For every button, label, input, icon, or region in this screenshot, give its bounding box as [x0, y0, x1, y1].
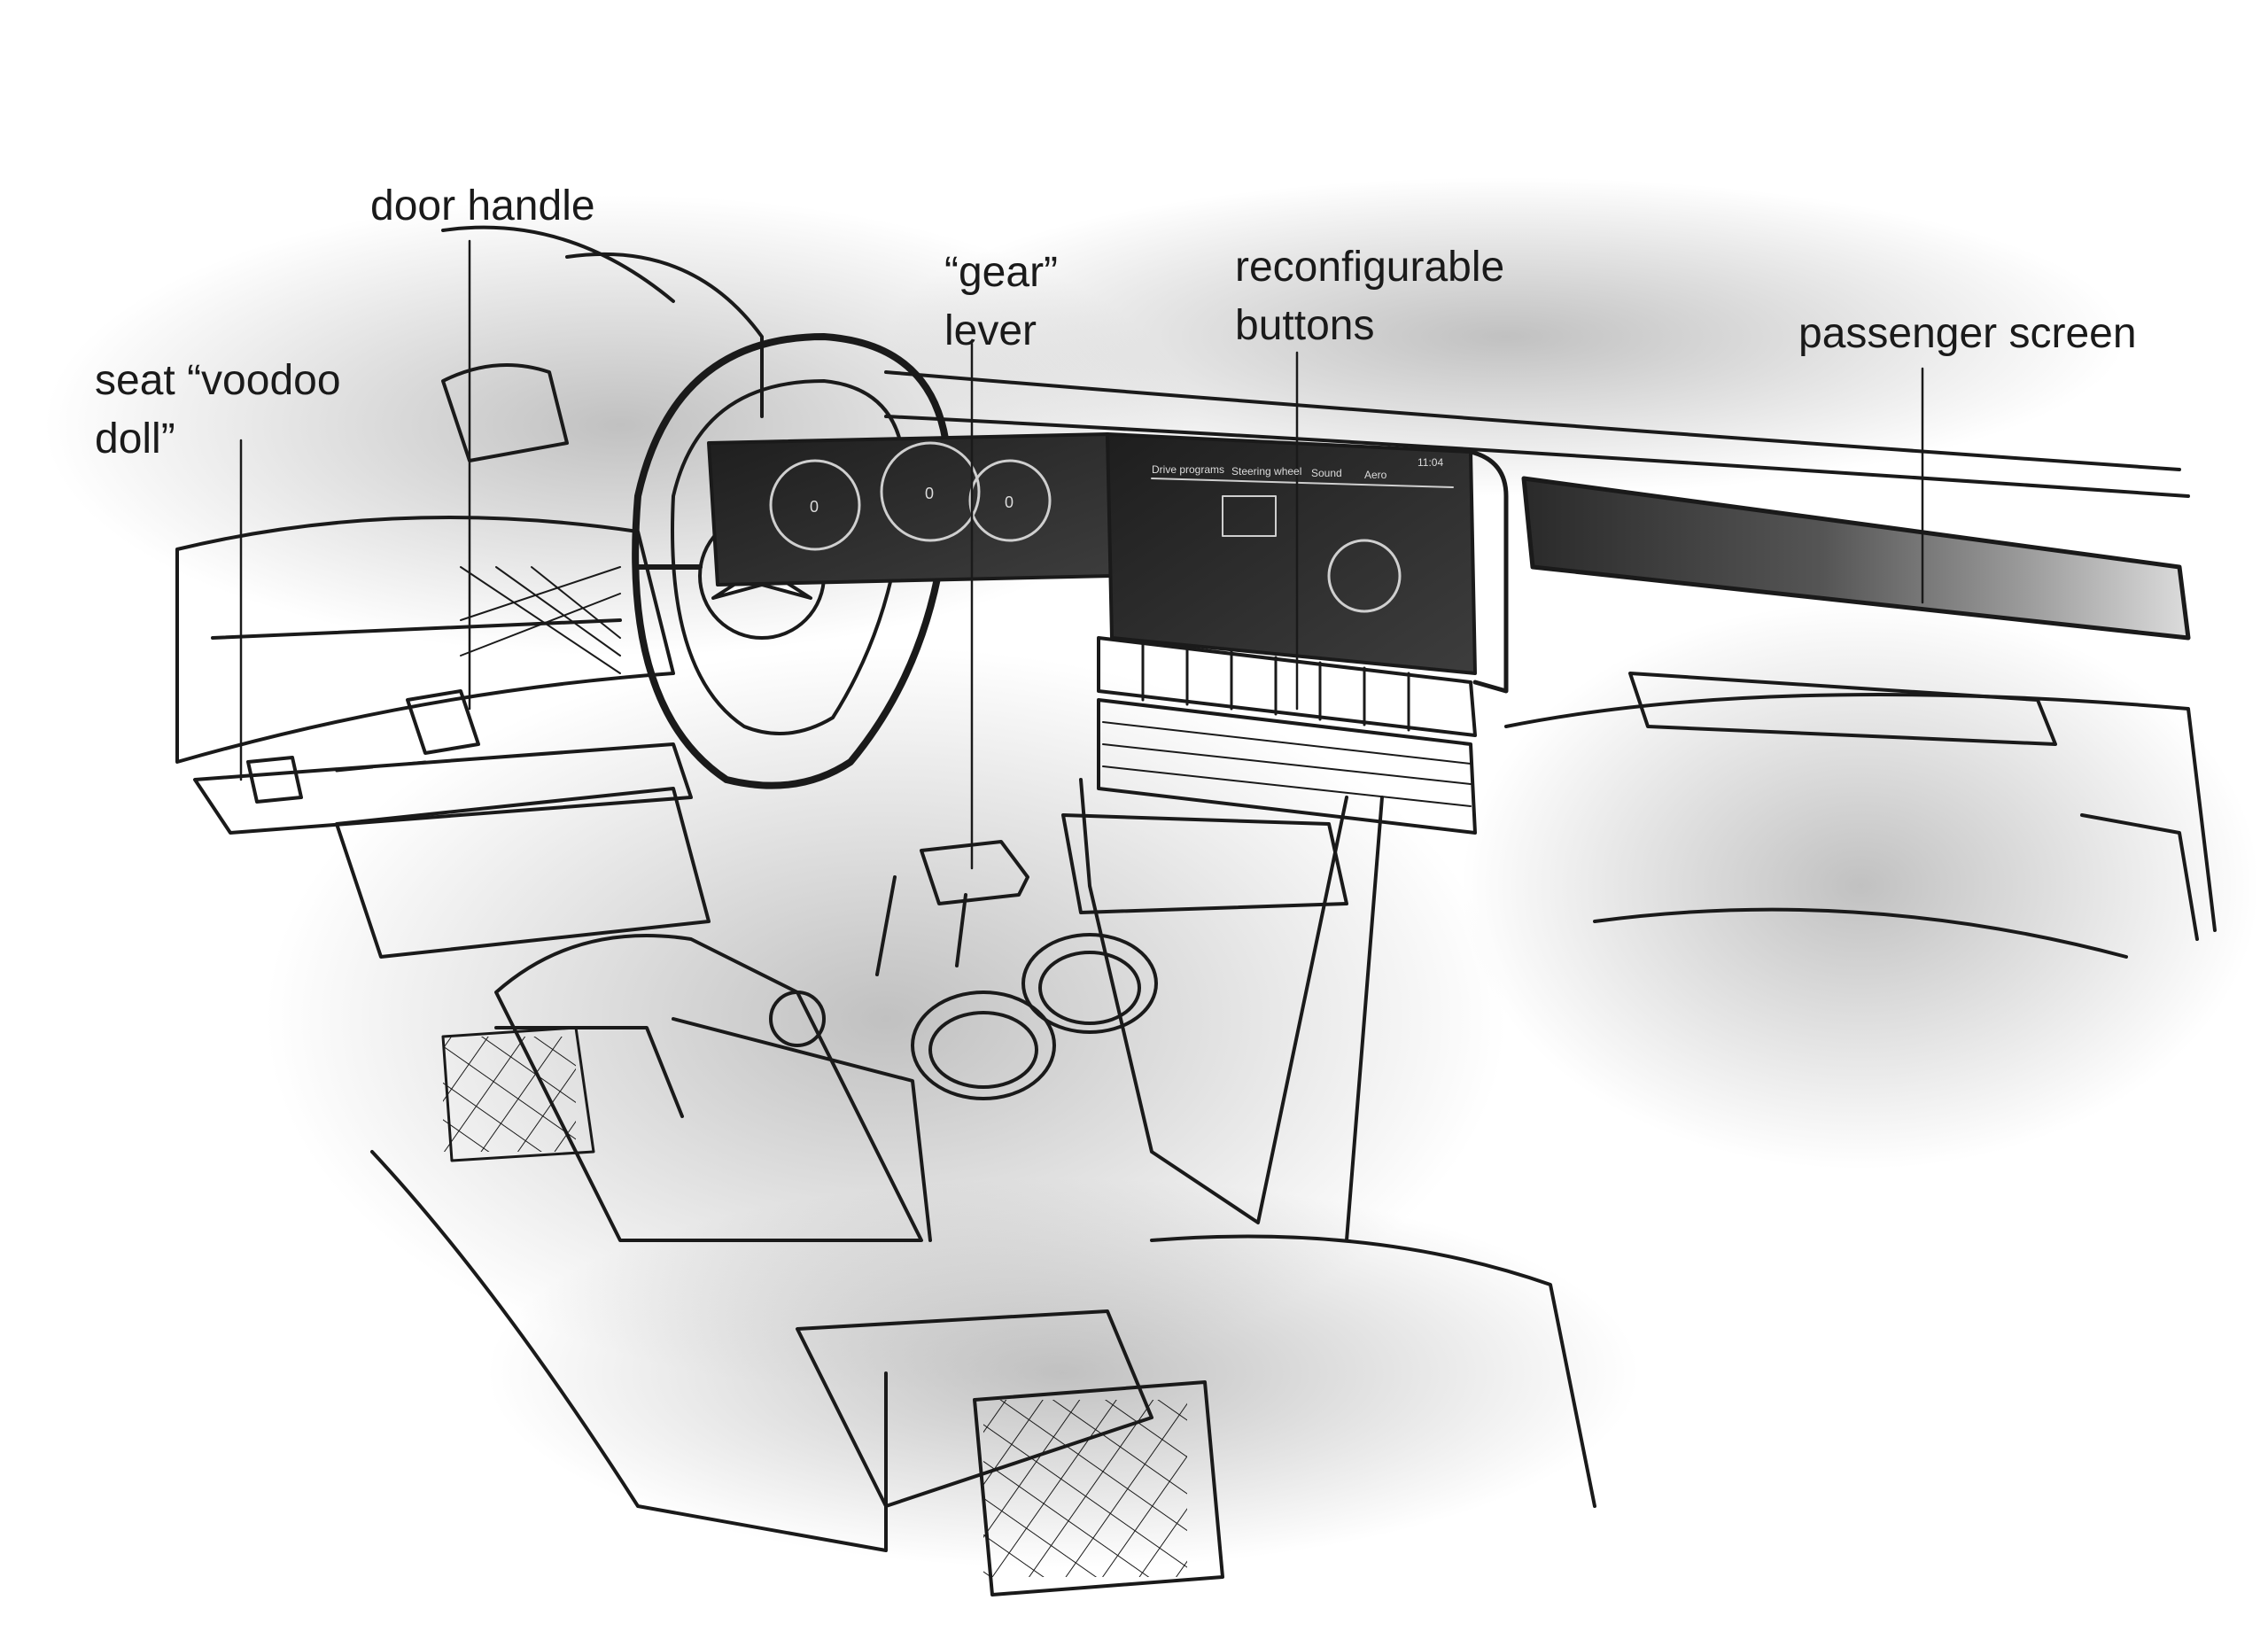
gear-lever [920, 840, 1029, 905]
tab-steering-wheel: Steering wheel [1231, 465, 1301, 478]
label-reconfigurable-buttons: reconfigurable buttons [1235, 238, 1504, 355]
label-passenger-screen: passenger screen [1798, 305, 2137, 363]
door-window [441, 363, 569, 462]
background-shading [44, 177, 2259, 1568]
gauge-mid-value: 0 [925, 485, 934, 502]
label-gear-lever: “gear” lever [944, 244, 1058, 361]
reconfigurable-buttons-strip [1097, 636, 1477, 737]
passenger-seat [1150, 1234, 1596, 1508]
gauge-left [769, 459, 861, 551]
door-handle [406, 689, 480, 755]
gauge-right-value: 0 [1005, 493, 1014, 511]
central-screen [1106, 432, 1477, 675]
gauge-mid [880, 441, 981, 542]
label-pass-line-1: passenger screen [1798, 310, 2137, 357]
gauge-left-value: 0 [810, 498, 819, 516]
steering-wheel-rim [632, 333, 952, 789]
door-panel [175, 516, 675, 764]
label-reconf-line-1: reconfigurable [1235, 244, 1505, 291]
driver-cluster [707, 432, 1114, 587]
tab-sound: Sound [1311, 467, 1342, 479]
label-seat-voodoo-doll: seat “voodoo doll” [95, 352, 341, 469]
label-door-line-1: door handle [370, 183, 595, 229]
label-reconf-line-2: buttons [1235, 302, 1375, 349]
label-door-handle: door handle [370, 177, 595, 236]
center-vent [1097, 698, 1477, 835]
driver-seat [370, 1150, 888, 1552]
console-armrest [494, 934, 923, 1242]
tab-drive-programs: Drive programs [1152, 463, 1224, 476]
cup-holder-left [911, 991, 1056, 1100]
center-console [1079, 778, 1348, 1224]
label-gear-line-2: lever [944, 307, 1037, 354]
label-gear-line-1: “gear” [944, 249, 1059, 296]
tab-aero: Aero [1364, 469, 1387, 481]
label-seat-line-2: doll” [95, 416, 175, 462]
label-seat-line-1: seat “voodoo [95, 357, 341, 404]
passenger-screen [1521, 476, 2191, 641]
seat-voodoo-doll [246, 756, 303, 804]
gauge-right [968, 459, 1052, 542]
leader-lines [239, 239, 1924, 870]
cup-holder-right [1021, 933, 1158, 1034]
screen-clock: 11:04 [1418, 456, 1443, 469]
